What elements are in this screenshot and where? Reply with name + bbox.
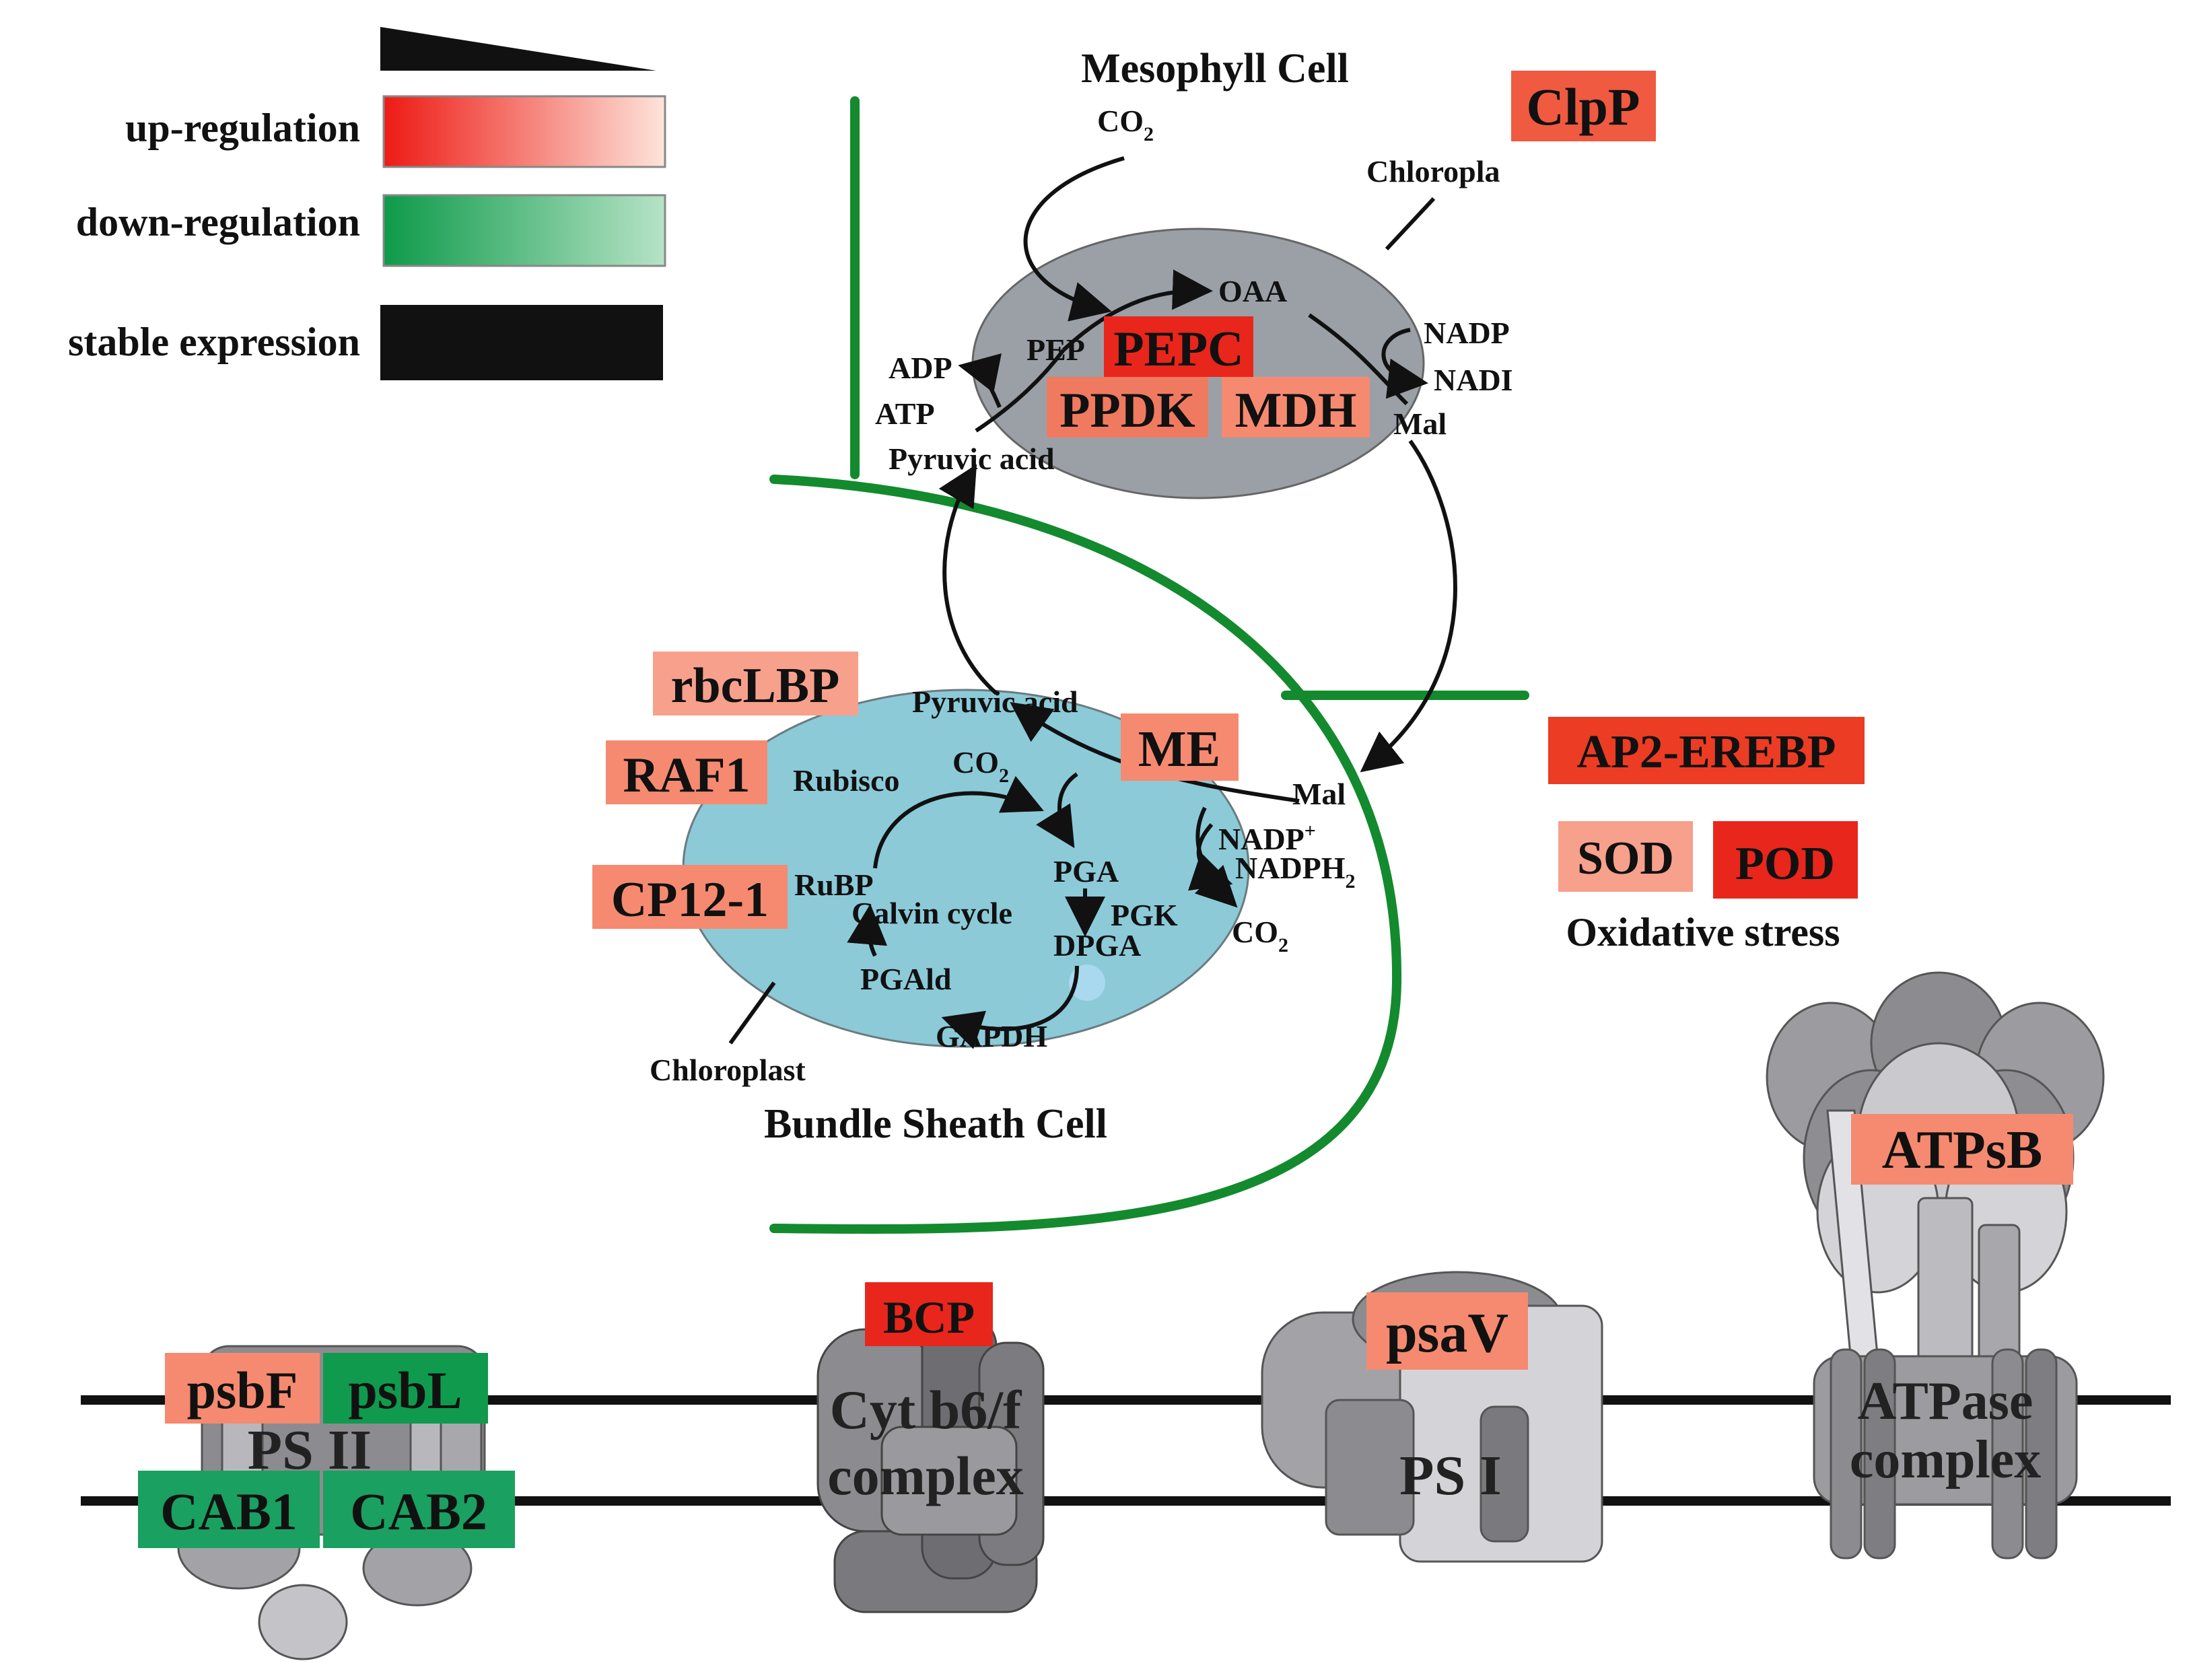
arrow-pep-to-oaa [1062, 269, 1213, 352]
gene-atpsb-label: ATPsB [1882, 1121, 2043, 1180]
gene-psbf: psbF [165, 1353, 320, 1424]
gene-psbl: psbL [323, 1353, 488, 1424]
gene-psav-label: psaV [1386, 1302, 1508, 1364]
gene-ap2-erebp: AP2-EREBP [1548, 717, 1865, 784]
legend-down-label: down-regulation [76, 200, 360, 244]
legend-down-swatch [382, 194, 666, 267]
gene-bcp-label: BCP [883, 1292, 975, 1343]
rubp-label: RuBP [794, 868, 874, 902]
arrow-nadp-to-nad [1381, 328, 1428, 399]
gene-sod: SOD [1558, 821, 1693, 892]
gene-ppdk: PPDK [1047, 377, 1208, 438]
gene-cab2: CAB2 [323, 1471, 515, 1548]
nadph-label: NADPH2 [1235, 851, 1356, 893]
gene-cab2-label: CAB2 [350, 1482, 487, 1541]
oxidative-stress-label: Oxidative stress [1566, 910, 1840, 954]
atpase-label-line2: complex [1850, 1430, 2041, 1490]
legend-up-swatch [382, 95, 666, 168]
gene-pod: POD [1713, 821, 1858, 899]
cyt-b6f-complex [816, 1315, 1045, 1613]
bundle-sheath-wall [769, 475, 1402, 1234]
arrow-co2-to-oaa [1023, 156, 1125, 322]
gene-me: ME [1121, 713, 1239, 781]
co2-mid-label: CO2 [952, 745, 1009, 787]
chloroplast-top-label: Chloropla [1366, 154, 1500, 188]
gene-pepc-label: PEPC [1113, 322, 1243, 377]
gene-psav: psaV [1366, 1292, 1528, 1370]
legend-stable-label: stable expression [68, 320, 360, 364]
cell-walls [769, 96, 1529, 1234]
metabolites-bundle-sheath: Pyruvic acid Rubisco CO2 Mal NADP+ NADPH… [793, 685, 1356, 1053]
arrow-nadp-nadph [1187, 823, 1233, 891]
arrow-mal-down [1360, 440, 1457, 773]
oaa-label: OAA [1218, 274, 1287, 308]
dpga-label: DPGA [1053, 928, 1141, 963]
gene-raf1: RAF1 [606, 740, 767, 804]
chloroplast-top-pointer [1385, 197, 1436, 251]
pep-label: PEP [1027, 332, 1085, 367]
gene-clpp: ClpP [1511, 71, 1656, 141]
pathway-arrows [847, 156, 1457, 1049]
nadh-label: NADI [1434, 363, 1513, 397]
nadp-label: NADP [1424, 316, 1510, 350]
gene-pepc: PEPC [1104, 316, 1253, 377]
gene-bcp: BCP [865, 1282, 993, 1346]
gene-cab1-label: CAB1 [160, 1482, 298, 1541]
arrow-pyruvic-to-pep [975, 349, 1066, 433]
rubisco-label: Rubisco [793, 763, 899, 798]
adp-label: ADP [889, 351, 952, 385]
gene-clpp-label: ClpP [1526, 77, 1640, 136]
mal-top-label: Mal [1393, 407, 1447, 441]
nadp-plus-label: NADP+ [1218, 820, 1316, 856]
legend-stable-swatch [380, 305, 663, 380]
calvin-cycle-label: Calvin cycle [851, 896, 1012, 930]
bundle-sheath-cell-title: Bundle Sheath Cell [764, 1101, 1107, 1147]
gene-cab1: CAB1 [138, 1471, 320, 1548]
gene-ppdk-label: PPDK [1059, 383, 1195, 438]
gene-me-label: ME [1138, 721, 1220, 777]
pga-label: PGA [1053, 854, 1119, 888]
co2-top-label: CO2 [1097, 104, 1154, 145]
gapdh-label: GAPDH [936, 1019, 1047, 1053]
gene-psbf-label: psbF [187, 1361, 298, 1420]
gene-rbclbp: rbcLBP [653, 652, 858, 715]
ps1-label: PS I [1399, 1444, 1502, 1507]
gene-rbclbp-label: rbcLBP [671, 658, 840, 713]
cyt-b6f-label-line1: Cyt b6/f [830, 1379, 1022, 1440]
gene-sod-label: SOD [1577, 833, 1674, 884]
metabolites-mesophyll: CO2 OAA PEP ADP ATP NADP NADI Mal Pyruvi… [875, 104, 1513, 476]
arrow-pyruvic-up [938, 464, 998, 695]
chloroplast-bottom-label: Chloroplast [650, 1053, 806, 1087]
arrow-atp-adp [958, 353, 1002, 409]
chloroplast-bottom-pointer [728, 981, 776, 1045]
pgk-label: PGK [1111, 898, 1178, 932]
gene-atpsb: ATPsB [1851, 1114, 2073, 1185]
gene-mdh: MDH [1222, 377, 1370, 438]
pgald-label: PGAld [860, 962, 952, 996]
legend-gradient-wedge [380, 27, 656, 71]
legend: up-regulation down-regulation stable exp… [68, 27, 666, 380]
gene-pod-label: POD [1735, 838, 1835, 890]
legend-up-label: up-regulation [125, 106, 360, 150]
atp-label: ATP [875, 396, 935, 431]
gene-raf1-label: RAF1 [623, 748, 750, 803]
pyruvic-bottom-label: Pyruvic acid [912, 685, 1078, 719]
mesophyll-cell-title: Mesophyll Cell [1081, 46, 1349, 92]
arrow-rubp-to-pga [873, 775, 1044, 869]
atpase-label-line1: ATPase [1858, 1372, 2033, 1431]
gene-cp12-label: CP12-1 [611, 872, 769, 928]
gene-psbl-label: psbL [348, 1361, 462, 1420]
gene-ap2-erebp-label: AP2-EREBP [1577, 726, 1836, 778]
arrow-co2-to-pga [1036, 772, 1078, 849]
co2-bottom-label: CO2 [1232, 915, 1288, 956]
arrow-dpga-to-pgald [941, 965, 1079, 1049]
gene-mdh-label: MDH [1235, 383, 1357, 438]
gene-cp12: CP12-1 [592, 865, 788, 929]
cyt-b6f-label-line2: complex [827, 1445, 1023, 1506]
pyruvic-top-label: Pyruvic acid [889, 442, 1055, 476]
arrow-pgald-to-rubp [847, 904, 888, 957]
mal-bottom-label: Mal [1292, 777, 1346, 811]
